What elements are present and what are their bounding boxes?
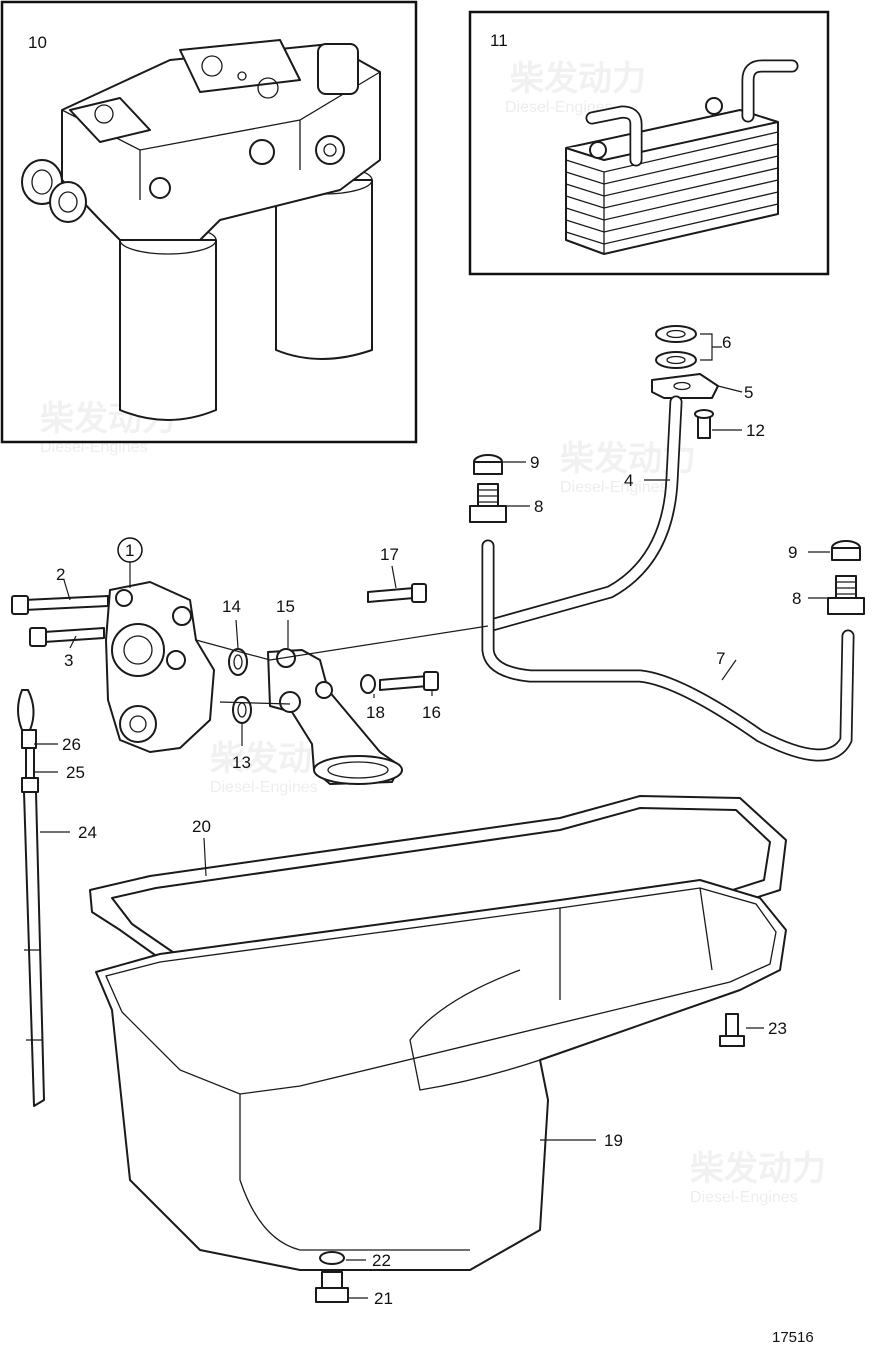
callout-20: 20 (192, 817, 211, 836)
callout-7: 7 (716, 649, 725, 668)
bolt-17 (367, 587, 415, 603)
inset-number: 10 (28, 33, 47, 52)
watermark-sub: Diesel-Engines (210, 779, 318, 796)
dipstick-tube (23, 791, 45, 1107)
union-8 (477, 483, 499, 507)
pipe-flange (651, 373, 719, 399)
drain-washer-22 (319, 1251, 345, 1265)
callout-2: 2 (56, 565, 65, 584)
figure-number: 17516 (772, 1329, 814, 1346)
inset-oil-cooler: 11 (468, 10, 830, 276)
callout-15: 15 (276, 597, 295, 616)
callout-8-right: 8 (792, 589, 801, 608)
callout-25: 25 (66, 763, 85, 782)
filter-canister-front (119, 239, 217, 421)
bolt-16 (379, 675, 429, 691)
oil-pipes (481, 395, 855, 762)
leader-lines (34, 333, 830, 1299)
dipstick-seal (21, 777, 39, 793)
o-ring-14 (228, 648, 248, 676)
callout-1: 1 (125, 541, 134, 560)
watermark-brand: 柴发动力 (690, 1150, 826, 1188)
callout-12: 12 (746, 421, 765, 440)
callout-6: 6 (722, 333, 731, 352)
callout-5: 5 (744, 383, 753, 402)
callout-4: 4 (624, 471, 633, 490)
drain-plug-21 (321, 1271, 343, 1289)
callout-26: 26 (62, 735, 81, 754)
pipe-fitting-left (469, 454, 507, 523)
inset-number: 11 (490, 31, 508, 50)
filter-canister-rear (275, 179, 373, 360)
pipe-4 (481, 395, 683, 633)
seal-ring-upper (655, 325, 697, 343)
filter-head-body (61, 43, 381, 241)
flange-assembly (651, 325, 719, 439)
callout-14: 14 (222, 597, 241, 616)
pump-gear (111, 623, 165, 677)
oil-pump (11, 581, 215, 753)
strainer (313, 755, 403, 785)
bolt-2 (23, 595, 109, 611)
union-8 (835, 575, 857, 599)
watermark-brand: 柴发动力 (510, 60, 646, 98)
callout-19: 19 (604, 1131, 623, 1150)
suction-pipe (267, 648, 403, 785)
watermark-sub: Diesel-Engines (690, 1189, 798, 1206)
callout-23: 23 (768, 1019, 787, 1038)
callout-16: 16 (422, 703, 441, 722)
callout-9-right: 9 (788, 543, 797, 562)
pan-bolt-23 (725, 1013, 739, 1037)
callout-24: 24 (78, 823, 97, 842)
seal-ring-lower (655, 351, 697, 369)
callout-8-left: 8 (534, 497, 543, 516)
dipstick-handle (17, 689, 35, 731)
watermark-sub: Diesel-Engines (560, 479, 668, 496)
callout-9-left: 9 (530, 453, 539, 472)
washer-18 (360, 674, 376, 694)
port-top (317, 43, 359, 95)
pipe-7 (481, 539, 855, 762)
callout-3: 3 (64, 651, 73, 670)
oil-pan (95, 879, 787, 1303)
callout-13: 13 (232, 753, 251, 772)
o-ring-13 (232, 696, 252, 724)
inset-frame (468, 10, 830, 276)
inset-oil-filter-housing: 10 (0, 0, 418, 444)
top-flange (179, 39, 301, 93)
pipe-fitting-right (827, 540, 865, 615)
dipstick (17, 689, 45, 1107)
callout-17: 17 (380, 545, 399, 564)
callouts: 1 2 3 4 5 6 7 8 8 9 9 12 13 14 15 16 17 … (56, 333, 801, 1308)
callout-18: 18 (366, 703, 385, 722)
inset-frame (0, 0, 418, 444)
callout-22: 22 (372, 1251, 391, 1270)
callout-circle-1 (117, 537, 143, 563)
callout-21: 21 (374, 1289, 393, 1308)
watermark-sub: Diesel-Engines (505, 99, 613, 116)
